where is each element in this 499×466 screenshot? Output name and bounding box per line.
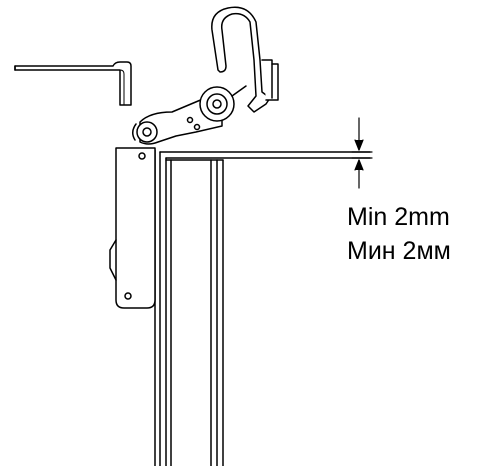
dimension-indicator [351, 117, 373, 189]
door-frame [154, 149, 224, 466]
allen-key-icon [14, 61, 132, 106]
mounting-plate [109, 147, 156, 309]
roller-wheel [199, 86, 235, 122]
dimension-label-en: Min 2mm [347, 203, 450, 231]
dimension-label-ru: Мин 2мм [347, 237, 451, 265]
hook-latch [211, 6, 279, 113]
door-leaf [159, 151, 371, 159]
